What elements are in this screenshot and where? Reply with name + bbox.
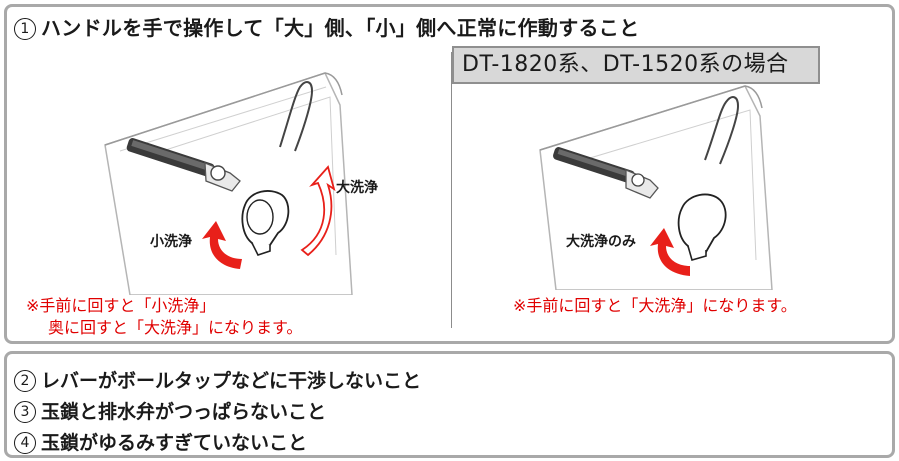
large-flush-arrow xyxy=(300,165,336,257)
checklist-number: 4 xyxy=(14,432,36,454)
checklist-panel xyxy=(4,351,895,458)
step1-text: ハンドルを手で操作して「大」側、「小」側へ正常に作動すること xyxy=(41,16,640,40)
label-large-only: 大洗浄のみ xyxy=(566,234,636,250)
checklist-text: レバーがボールタップなどに干渉しないこと xyxy=(41,370,422,392)
step1-number: 1 xyxy=(14,18,36,40)
left-note-line2: 奥に回すと「大洗浄」になります。 xyxy=(48,318,303,337)
checklist-text: 玉鎖がゆるみすぎていないこと xyxy=(41,432,308,454)
small-flush-arrow xyxy=(202,221,242,269)
model-label: DT-1820系、DT-1520系の場合 xyxy=(452,46,820,84)
lever-arm-right xyxy=(553,147,659,199)
label-small-flush: 小洗浄 xyxy=(150,234,192,250)
checklist-text: 玉鎖と排水弁がつっぱらないこと xyxy=(41,401,327,423)
left-tank-illustration xyxy=(104,72,353,295)
right-note: ※手前に回すと「大洗浄」になります。 xyxy=(513,296,797,315)
handle-knob-right xyxy=(677,193,727,261)
panel-divider xyxy=(451,52,452,328)
tank-rim xyxy=(104,72,343,146)
checklist-number: 3 xyxy=(14,401,36,423)
checklist-number: 2 xyxy=(14,370,36,392)
label-large-flush: 大洗浄 xyxy=(336,180,378,196)
lever-arm xyxy=(126,138,241,192)
large-only-arrow xyxy=(650,228,690,276)
left-note-line1: ※手前に回すと「小洗浄」 xyxy=(26,296,216,315)
handle-knob xyxy=(241,190,290,256)
right-tank-illustration xyxy=(539,85,773,290)
chain xyxy=(279,81,314,152)
chain-right xyxy=(704,96,740,165)
